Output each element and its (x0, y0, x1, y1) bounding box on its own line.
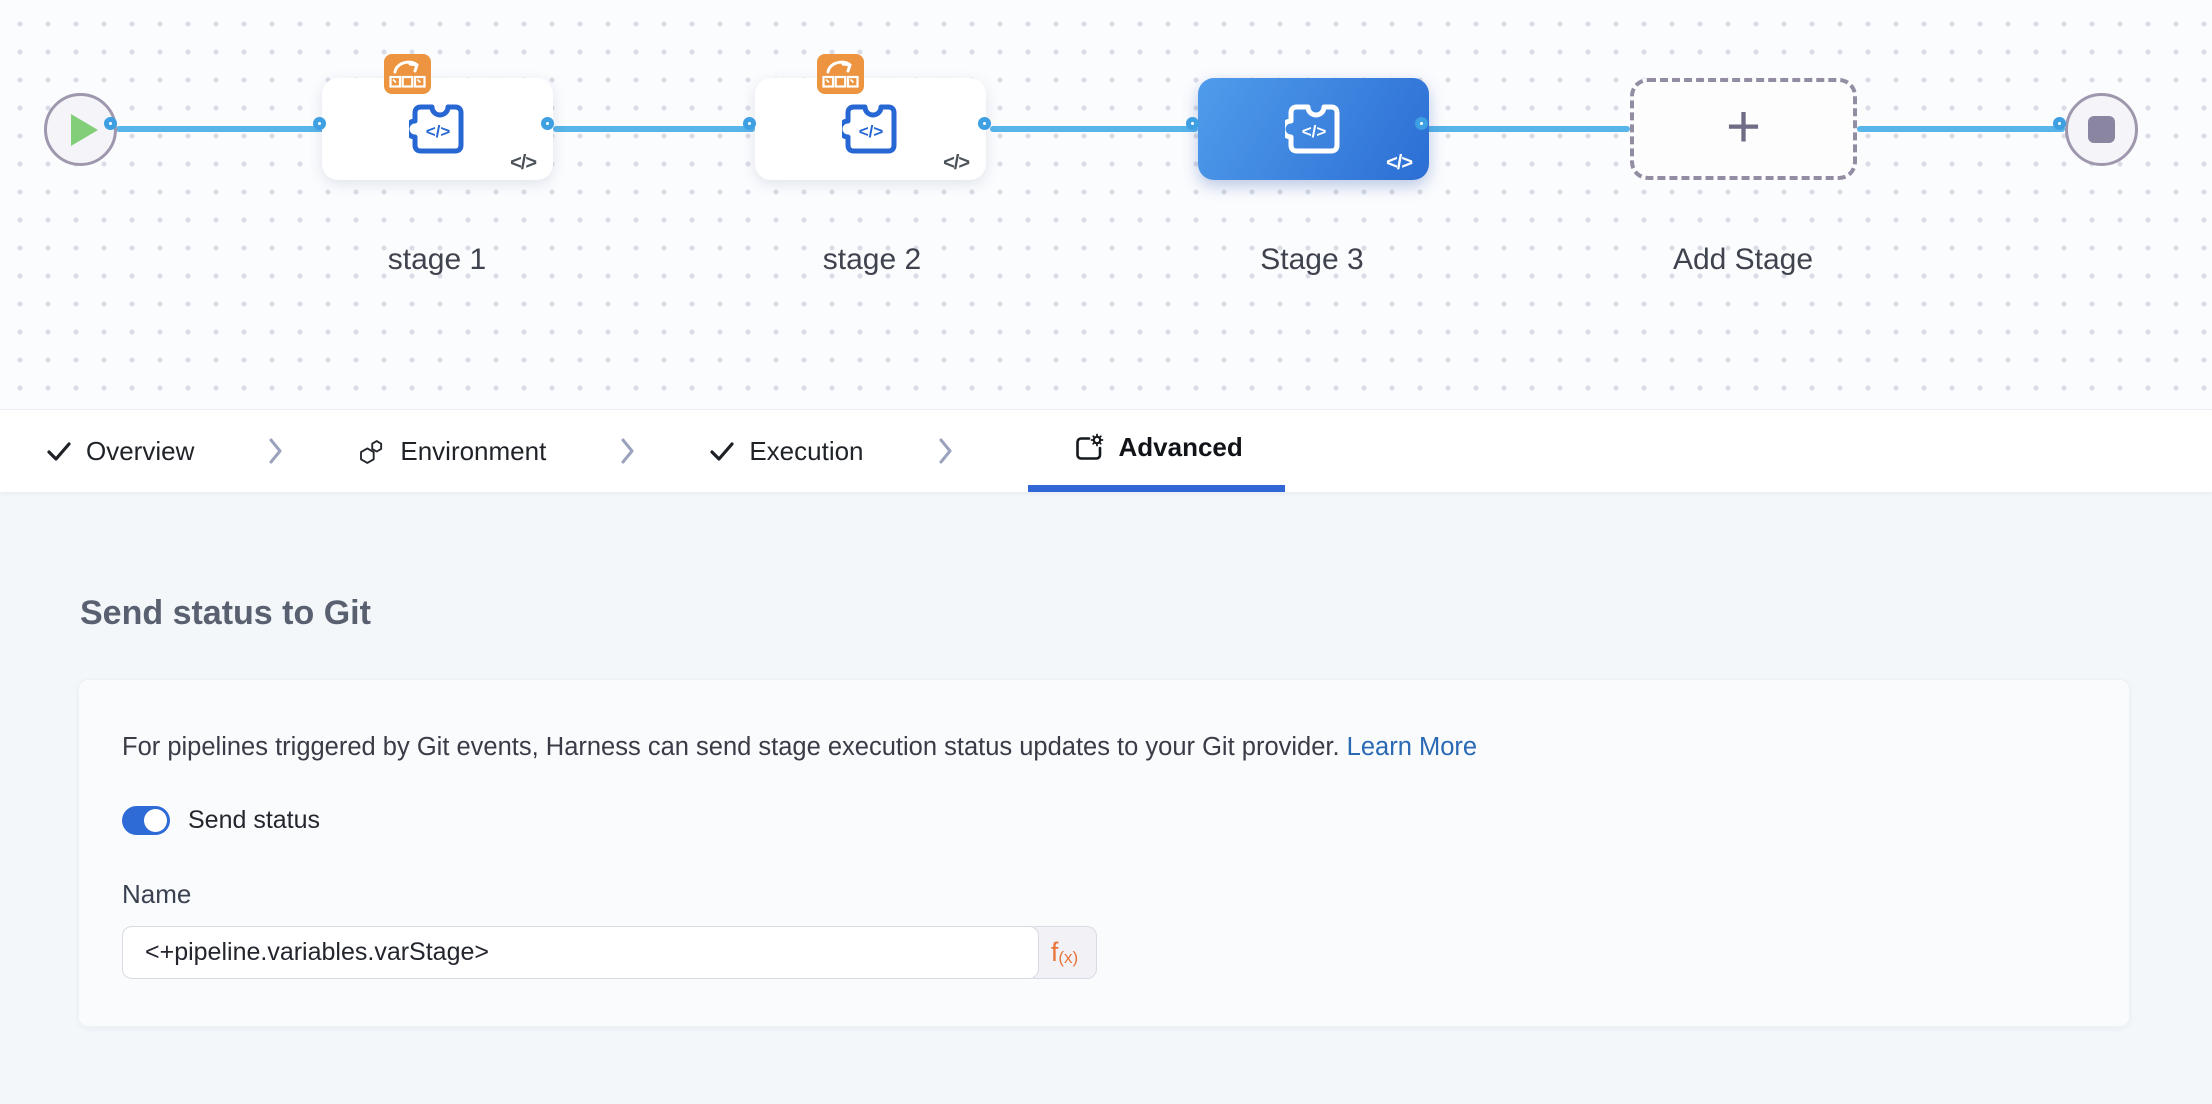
stage-card-stage-1[interactable]: </> </> (322, 54, 553, 180)
tab-label: Environment (400, 435, 547, 466)
tab-separator (269, 410, 283, 492)
port-handle[interactable] (313, 117, 326, 130)
chevron-right-icon (939, 438, 952, 464)
chevron-right-icon (269, 438, 282, 464)
start-node (44, 93, 117, 166)
rolling-deployment-badge-icon (384, 54, 431, 94)
hexagons-icon (360, 439, 383, 464)
end-node (2065, 93, 2138, 166)
port-handle[interactable] (978, 117, 991, 130)
description-text: For pipelines triggered by Git events, H… (122, 729, 2129, 765)
port-handle[interactable] (1415, 117, 1428, 130)
send-status-toggle[interactable] (122, 806, 170, 835)
edge-stage3-addstage (1427, 126, 1630, 132)
port-handle[interactable] (2053, 117, 2066, 130)
svg-text:</>: </> (858, 122, 883, 141)
custom-stage-icon: </> (1284, 104, 1339, 154)
section-heading: Send status to Git (80, 594, 371, 632)
edge-addstage-end (1857, 126, 2065, 132)
tab-overview[interactable]: Overview (47, 410, 194, 492)
port-handle[interactable] (104, 117, 117, 130)
svg-text:</>: </> (1301, 122, 1326, 141)
tab-label: Execution (749, 435, 864, 466)
edge-stage1-stage2 (553, 126, 755, 132)
port-handle[interactable] (541, 117, 554, 130)
tab-separator (621, 410, 635, 492)
expression-fx-button[interactable]: f (x) (1033, 926, 1097, 979)
fx-sub-glyph: (x) (1058, 947, 1079, 967)
rolling-deployment-badge-icon (817, 54, 864, 94)
tab-label: Advanced (1118, 432, 1243, 462)
port-handle[interactable] (743, 117, 756, 130)
stage-card-stage-2[interactable]: </> </> (755, 54, 986, 180)
tab-advanced[interactable]: Advanced (1027, 410, 1285, 492)
custom-stage-icon: </> (408, 104, 463, 154)
stop-icon (2088, 116, 2115, 143)
description-body: For pipelines triggered by Git events, H… (122, 733, 1340, 761)
tab-environment[interactable]: Environment (358, 410, 546, 492)
name-input-row: f (x) (122, 926, 2129, 979)
edge-stage2-stage3 (990, 126, 1198, 132)
toggle-knob (144, 809, 167, 832)
tab-separator (939, 410, 953, 492)
code-glyph: </> (1386, 152, 1413, 174)
pipeline-canvas: </> </> </> </> </> </> (0, 0, 2212, 409)
fx-glyph: f (1050, 937, 1059, 967)
name-input[interactable] (122, 926, 1039, 979)
edge-start-stage1 (116, 126, 325, 132)
tab-label: Overview (86, 435, 195, 466)
play-icon (71, 113, 98, 146)
stage-label-2: stage 2 (822, 243, 922, 276)
stage-label-1: stage 1 (387, 243, 487, 276)
check-icon (710, 441, 734, 461)
stage-card-stage-3-selected[interactable]: </> </> (1198, 78, 1429, 180)
code-glyph: </> (943, 152, 970, 174)
toggle-label: Send status (188, 806, 321, 834)
box-gear-icon (1075, 433, 1103, 460)
custom-stage-icon: </> (841, 104, 896, 154)
chevron-right-icon (621, 438, 634, 464)
name-field-label: Name (122, 879, 192, 909)
send-status-row: Send status (122, 806, 2129, 835)
stage-label-add: Add Stage (1672, 243, 1814, 276)
stage-label-3: Stage 3 (1260, 243, 1364, 276)
stage-config-tabbar: Overview Environment Execution (0, 409, 2212, 492)
check-icon (47, 441, 71, 461)
svg-text:</>: </> (425, 122, 450, 141)
send-status-card: For pipelines triggered by Git events, H… (78, 679, 2130, 1027)
add-stage-button[interactable]: + (1630, 78, 1857, 180)
tab-execution[interactable]: Execution (710, 410, 864, 492)
port-handle[interactable] (1186, 117, 1199, 130)
code-glyph: </> (510, 152, 537, 174)
learn-more-link[interactable]: Learn More (1346, 733, 1478, 761)
